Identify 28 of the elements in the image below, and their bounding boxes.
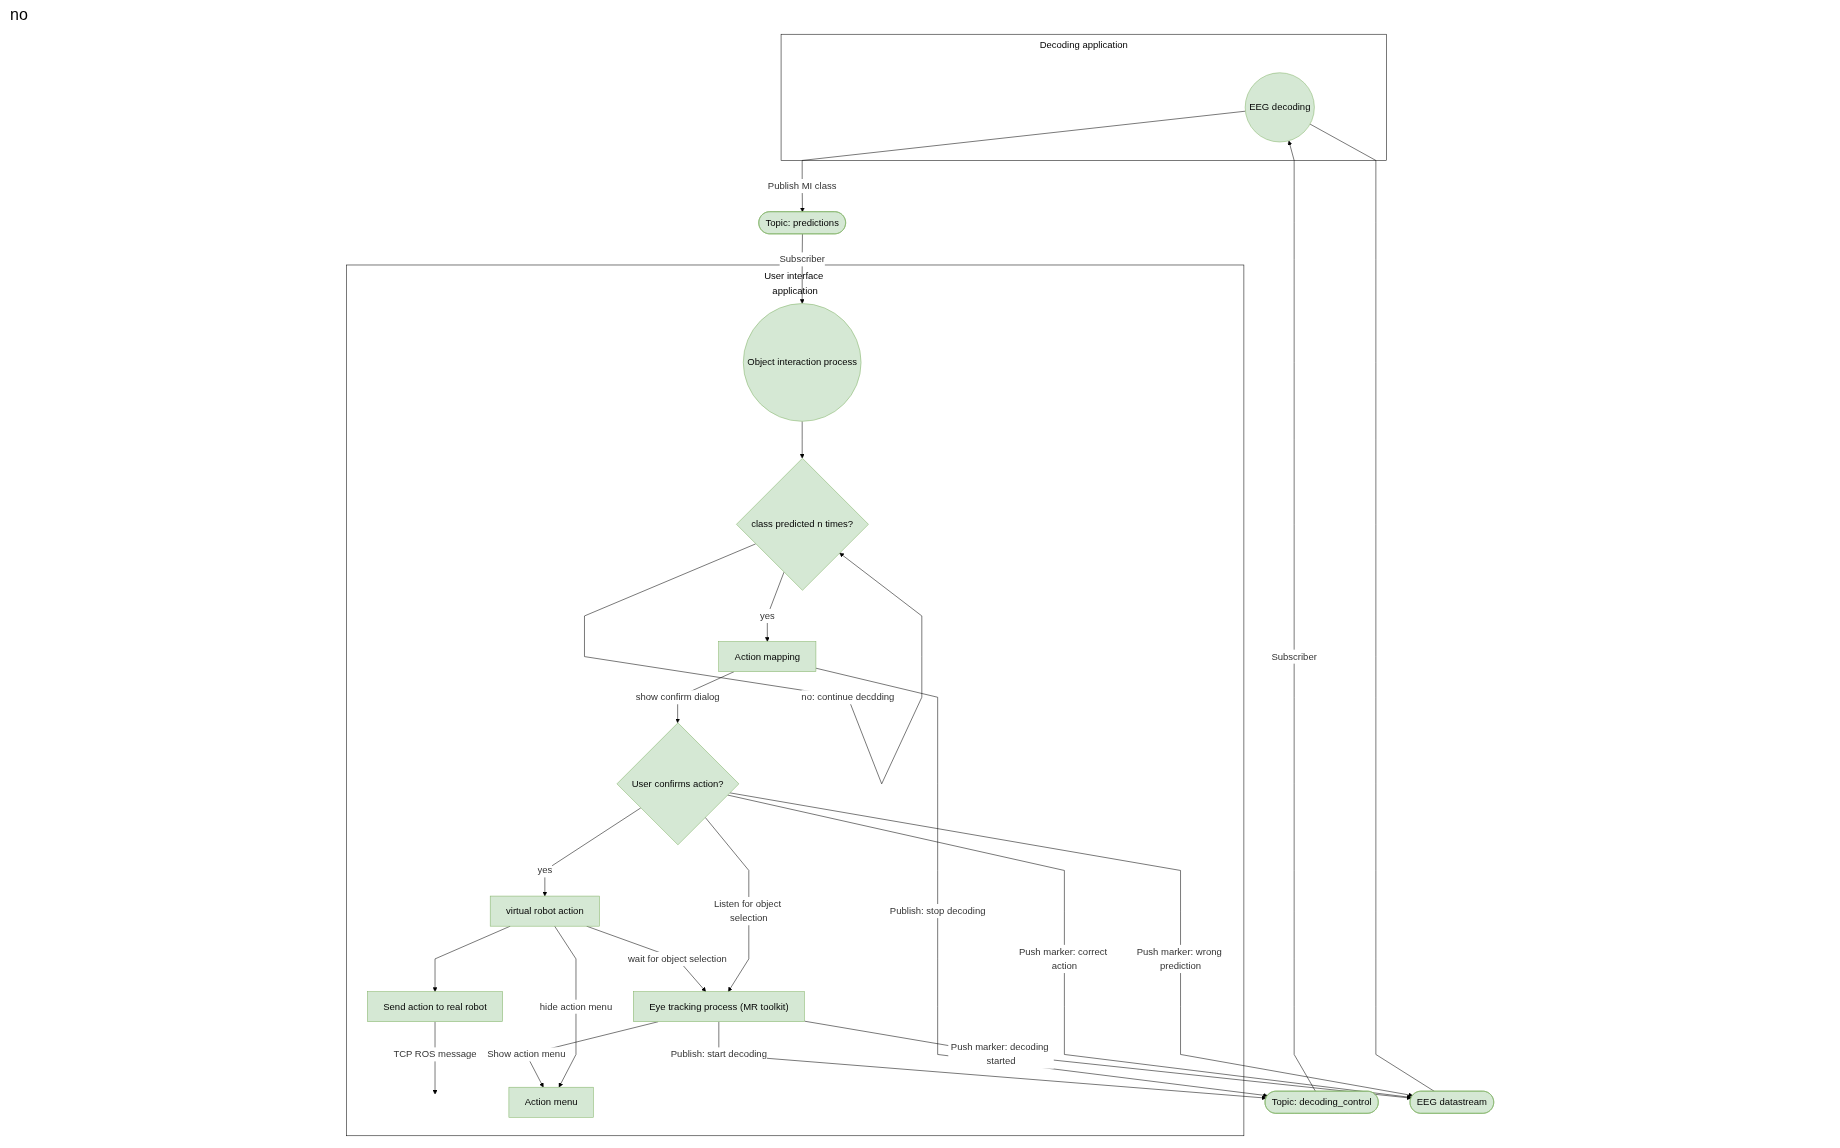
edge-label: yes <box>759 610 775 621</box>
edge-label: wait for object selection <box>627 953 727 964</box>
edge-label: no: continue decdding <box>801 691 895 703</box>
edge-label: Push marker: wrong prediction <box>1136 946 1222 972</box>
node-diamond: User confirms action? <box>616 722 740 846</box>
edge-label: Subscriber <box>1271 651 1317 662</box>
note-label: no <box>10 6 28 23</box>
node-box: Send action to real robot <box>367 991 503 1022</box>
node-circle: EEG decoding <box>1244 72 1315 143</box>
edge-label: Push marker: decoding started <box>950 1041 1049 1067</box>
edge-label: hide action menu <box>539 1001 613 1012</box>
edge-label: Push marker: correct action <box>1018 946 1108 972</box>
node-box: Action mapping <box>718 641 817 672</box>
node-diamond: class predicted n times? <box>736 458 869 591</box>
connector <box>1309 123 1435 1092</box>
edge-label: Publish: start decoding <box>670 1048 767 1060</box>
edge-label: yes <box>537 864 553 876</box>
node-box: virtual robot action <box>489 895 600 927</box>
edge-label: Publish MI class <box>767 180 837 192</box>
node-box: Action menu <box>508 1086 594 1118</box>
node-box: Eye tracking process (MR toolkit) <box>633 991 805 1022</box>
edge-label: Subscriber <box>779 253 825 265</box>
edge-label: show confirm dialog <box>635 691 720 703</box>
edge-label: Show action menu <box>487 1048 566 1060</box>
edge-label: Publish: stop decoding <box>889 905 986 917</box>
edge-label: TCP ROS message <box>393 1048 477 1060</box>
edge-label: Listen for object selection <box>713 898 782 924</box>
node-circle: Object interaction process <box>743 303 862 422</box>
